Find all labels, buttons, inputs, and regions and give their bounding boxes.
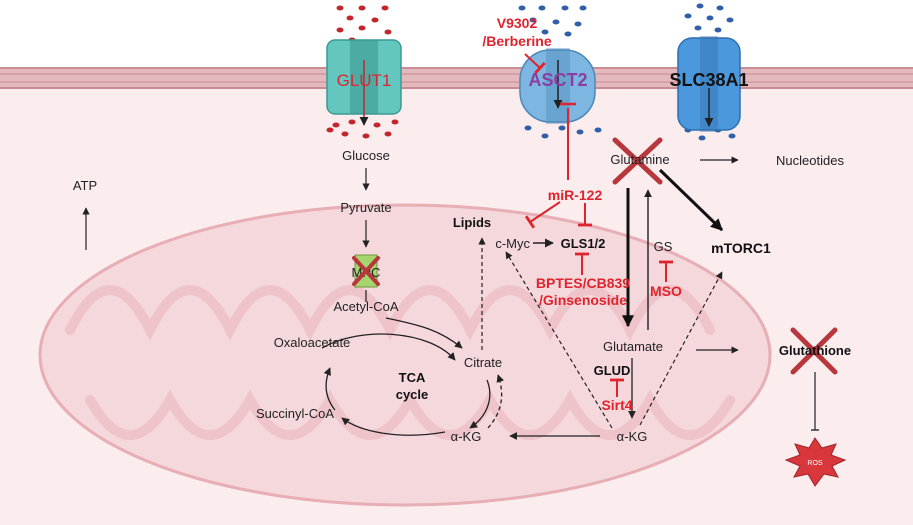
glutamine-label: Glutamine [610,152,669,167]
molecule-dot [558,125,566,131]
molecule-dot [348,119,356,125]
molecule-dot [726,17,734,23]
acetylcoa-to-citrate-arrow [385,317,463,349]
oxaloacetate-to-citrate-arrow [321,333,456,361]
molecule-dot [698,135,706,141]
molecule-dot [706,15,714,21]
molecule-dot [391,119,399,125]
molecule-dot [529,17,537,23]
lipids-label: Lipids [453,215,491,230]
molecule-dot [561,5,569,11]
molecule-dot [346,15,354,21]
gls-label: GLS1/2 [561,236,606,251]
succinyl-coa-label: Succinyl-CoA [256,406,334,421]
molecule-dot [574,21,582,27]
molecule-dot [371,17,379,23]
succinylcoa-to-oxaloacetate-arrow [323,367,336,411]
sirt4-label: Sirt4 [601,397,632,413]
molecule-dot [336,27,344,33]
ros-label: ROS [807,460,823,467]
glucose-molecules [326,5,399,139]
molecule-dot [518,5,526,11]
glut1-transporter: GLUT1 [326,39,402,126]
molecule-dot [358,5,366,11]
molecule-dot [381,5,389,11]
glucose-label: Glucose [342,148,390,163]
molecule-dot [326,127,334,133]
atp-label: ATP [73,178,97,193]
molecule-dot [541,133,549,139]
molecule-dot [696,3,704,9]
akg-to-mtorc1-dashed-arrow [639,271,723,426]
molecule-dot [714,27,722,33]
molecule-dot [336,5,344,11]
citrate-to-akg-arrow [469,379,491,429]
akg-right-label: α-KG [617,429,648,444]
cell-membrane [0,67,913,89]
glutamate-label: Glutamate [603,339,663,354]
nucleotides-label: Nucleotides [776,153,844,168]
molecule-dot [538,5,546,11]
acetyl-coa-label: Acetyl-CoA [333,299,398,314]
molecule-dot [341,131,349,137]
akg-left-label: α-KG [451,429,482,444]
molecule-dot [541,29,549,35]
molecule-dot [728,133,736,139]
glutathione-label: Glutathione [779,343,851,358]
molecule-dot [694,25,702,31]
mitochondrion [38,203,772,507]
mir122-label: miR-122 [548,187,603,203]
pyruvate-label: Pyruvate [340,200,391,215]
oxaloacetate-label: Oxaloacetate [274,335,351,350]
asct2-label: ASCT2 [528,70,587,90]
mpc-cross-icon [352,256,380,286]
mtorc1-label: mTORC1 [711,240,771,256]
glutamine-cross-icon [612,137,663,185]
molecule-dot [579,5,587,11]
bptes-label: BPTES/CB839/Ginsenoside [536,275,630,308]
ros-burst-icon: ROS [784,437,847,487]
gs-label: GS [654,239,673,254]
glutamine-molecules [518,3,736,141]
molecule-dot [384,131,392,137]
glut1-label: GLUT1 [337,71,392,90]
slc38a1-label: SLC38A1 [669,70,748,90]
mir122-to-lipids-inhibit [524,201,561,229]
molecule-dot [373,122,381,128]
molecule-dot [576,129,584,135]
molecule-dot [594,127,602,133]
molecule-dot [716,5,724,11]
slc38a1-transporter: SLC38A1 [669,36,749,132]
mso-label: MSO [650,283,682,299]
molecule-dot [552,19,560,25]
akg-to-cmyc-dashed-arrow [505,251,613,429]
akg-to-succinylcoa-arrow [341,417,446,436]
molecule-dot [524,125,532,131]
v9302-berberine-label: V9302/Berberine [482,15,551,49]
molecule-dot [358,25,366,31]
molecule-dot [564,31,572,37]
citrate-label: Citrate [464,355,502,370]
molecule-dot [684,13,692,19]
glud-label: GLUD [594,363,631,378]
molecule-dot [332,122,340,128]
glutamine-to-mtorc1-arrow [658,168,724,232]
cmyc-label: c-Myc [495,236,530,251]
molecule-dot [384,29,392,35]
molecule-dot [362,133,370,139]
glutathione-cross-icon [790,327,838,375]
asct2-inhibitor: V9302/Berberine [482,15,552,75]
akg-to-citrate-dashed-arrow [487,374,504,429]
